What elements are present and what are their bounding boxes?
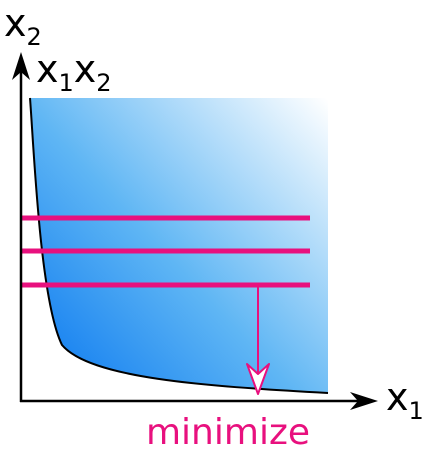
y-axis-label: x2 [4,1,42,51]
x-axis-arrowhead [350,392,378,410]
feasible-region [30,98,328,393]
y-axis-label-base: x [4,1,27,45]
curve-label-sub-2: 2 [96,69,111,97]
x-axis-label-sub: 1 [409,397,424,425]
x-axis-label: x1 [386,375,424,425]
curve-label-sub-1: 1 [59,69,74,97]
curve-label: x1x2 [36,47,112,97]
minimize-label: minimize [146,412,310,453]
curve-label-base-2: x [74,47,97,91]
hyperbola-curve [29,97,329,394]
curve-label-base-1: x [36,47,59,91]
y-axis-arrowhead [12,52,30,80]
y-axis-label-sub: 2 [27,23,42,51]
x-axis-label-base: x [386,375,409,419]
minimize-arrow-head [246,363,270,395]
